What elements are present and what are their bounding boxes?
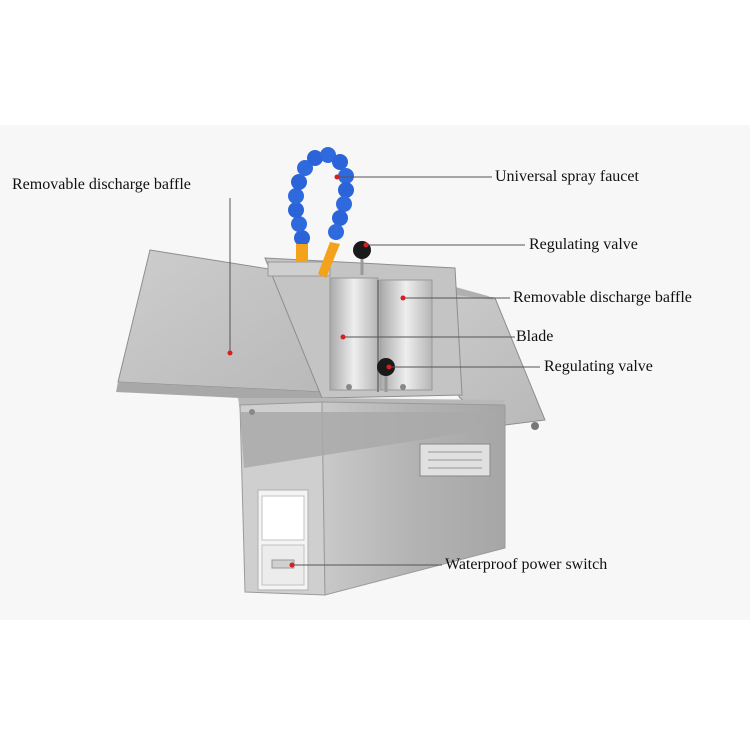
spray-hose [288,147,354,246]
left-baffle-rim [116,382,322,402]
label-left-discharge-baffle: Removable discharge baffle [12,176,191,193]
angled-chute [240,412,498,468]
faucet-nozzle-right [318,242,340,278]
label-universal-spray-faucet: Universal spray faucet [495,168,639,185]
label-blade: Blade [516,328,554,345]
label-waterproof-power-switch: Waterproof power switch [445,556,608,573]
marker-valve-top [363,242,369,248]
marker-blade [340,334,346,340]
power-switch-cover [261,495,305,541]
front-roller [329,277,379,391]
regulating-valve-bottom-knob [377,358,395,392]
marker-valve-bottom [386,364,392,370]
faucet-nozzle-left [296,244,308,262]
marker-left-baffle [227,350,233,356]
marker-spray-faucet [334,174,340,180]
label-regulating-valve-bottom: Regulating valve [544,358,653,375]
label-right-discharge-baffle: Removable discharge baffle [513,289,692,306]
marker-power-switch [289,562,295,568]
label-regulating-valve-top: Regulating valve [529,236,638,253]
marker-right-baffle [400,295,406,301]
